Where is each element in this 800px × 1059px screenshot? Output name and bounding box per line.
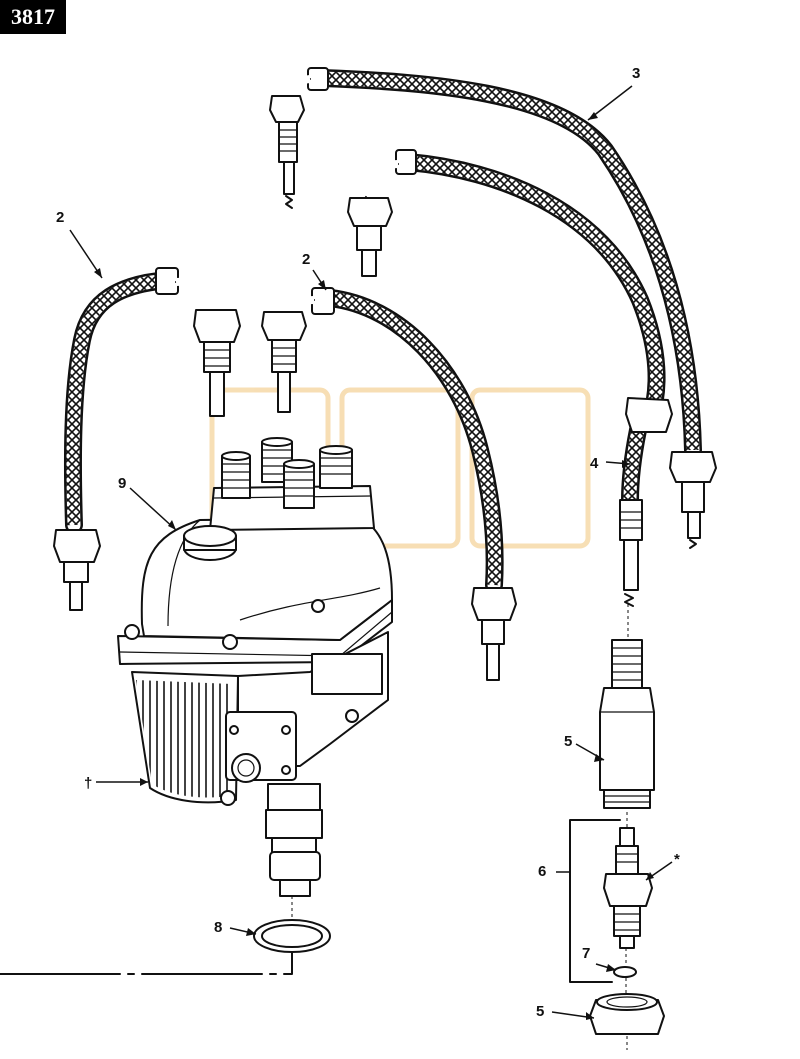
callout-2-middle: 2 <box>302 251 310 268</box>
figure-number-badge: 3817 <box>0 0 66 34</box>
leader-arrowheads <box>94 112 654 1020</box>
ignition-lead-3 <box>269 67 717 549</box>
gasket-8 <box>253 919 331 953</box>
bracket-6 <box>569 819 621 983</box>
adapter-5-upper <box>599 639 655 809</box>
callout-5-lower: 5 <box>536 1003 544 1020</box>
leader-lines <box>69 85 673 1019</box>
callout-5-upper: 5 <box>564 733 572 750</box>
magneto-assembly <box>117 437 393 897</box>
ignition-lead-2-left <box>53 267 241 611</box>
callout-asterisk: * <box>674 851 680 868</box>
callout-dagger: † <box>84 775 92 792</box>
ignition-lead-4 <box>347 149 673 607</box>
callout-3: 3 <box>632 65 640 82</box>
callout-4: 4 <box>590 455 599 472</box>
callout-8: 8 <box>214 919 222 936</box>
coupling-nut <box>669 451 717 483</box>
callout-7: 7 <box>582 945 590 962</box>
reference-line <box>0 951 293 975</box>
assembly-axis <box>291 604 629 1050</box>
terminal-towers <box>221 437 353 509</box>
adapter-nut-5-lower <box>589 993 665 1035</box>
callout-2-left: 2 <box>56 209 64 226</box>
spark-plug <box>603 827 653 949</box>
gasket-7 <box>613 966 637 978</box>
callout-6: 6 <box>538 863 546 880</box>
callout-9: 9 <box>118 475 126 492</box>
coupling-nut <box>269 95 305 123</box>
coupling-nut <box>625 397 673 433</box>
ignition-lead-2-middle <box>261 287 517 681</box>
